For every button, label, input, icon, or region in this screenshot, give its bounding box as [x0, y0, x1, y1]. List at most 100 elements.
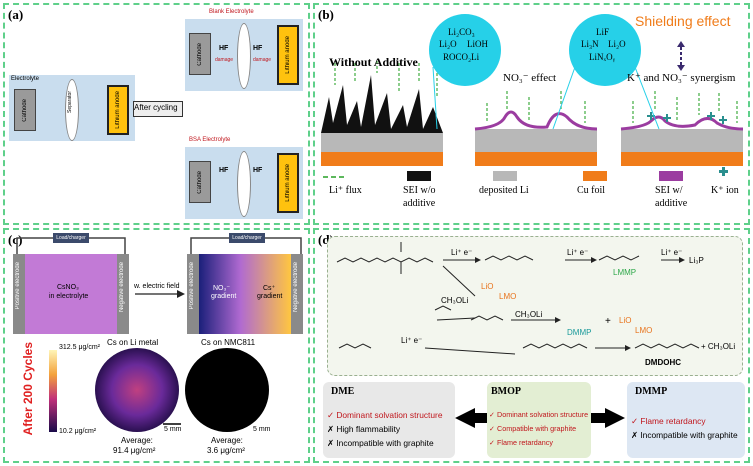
deposited-li-2	[475, 129, 597, 152]
bmop-item-1: ✓ Dominant solvation structure	[489, 410, 589, 419]
bubble1-line-1: Li₂CO₃	[448, 27, 475, 37]
legend-deposited: deposited Li	[479, 185, 529, 196]
panel-d-drawing	[336, 242, 700, 428]
panel-b-drawing	[321, 14, 744, 181]
dmmp-item-2: ✗ Incompatible with graphite	[631, 430, 738, 440]
cs-on-li-label: Cs on Li metal	[107, 338, 159, 347]
no3-gradient-2: gradient	[211, 293, 237, 300]
bmop-item-3: ✓ Flame retardancy	[489, 438, 553, 447]
scalebar-li: 5 mm	[164, 426, 182, 433]
hf-bottom-1: HF	[219, 167, 229, 174]
lmo-text-1: LMO	[499, 292, 517, 301]
cu-foil-1	[321, 152, 443, 166]
shielding-text: Shielding effect	[635, 13, 731, 29]
bubble2-line-1: LiF	[596, 27, 610, 37]
after-cycling-arrow	[133, 101, 183, 117]
separator-ellipse	[65, 79, 79, 141]
sei-with-additive-2	[474, 110, 598, 131]
no3-effect-text: NO₃⁻ effect	[503, 72, 557, 84]
damage-top-1: damage	[215, 57, 234, 63]
legend-deposited-swatch	[493, 171, 517, 181]
bsa-electrolyte-cell: BSA Electrolyte Cathode HF HF Lithium an…	[185, 137, 303, 219]
hf-bottom-2: HF	[253, 167, 263, 174]
dmmp-box: DMMP ✓ Flame retardancy ✗ Incompatible w…	[627, 382, 745, 458]
neg-electrode-left: Negative electrode	[119, 262, 125, 313]
legend-sei-wo-1: SEI w/o	[403, 185, 436, 196]
blank-title: Blank Electrolyte	[209, 9, 254, 15]
cathode-bottom: Cathode	[189, 161, 211, 203]
panel-c: (c)	[3, 228, 310, 463]
bmop-item-2: ✓ Compatible with graphite	[489, 424, 577, 433]
cell-text-1: CsNO₃	[57, 284, 79, 291]
panel-b-label: (b)	[318, 7, 334, 22]
cs-on-nmc-label: Cs on NMC811	[201, 338, 256, 347]
legend-cu-foil: Cu foil	[577, 185, 606, 196]
bubble1-line-2: Li₂O	[439, 39, 457, 49]
panel-a-label: (a)	[8, 7, 24, 22]
li-e-4: Li⁺ e⁻	[401, 336, 423, 345]
color-scale-bar	[49, 350, 57, 432]
bubble1-line-4: ROCO₂Li	[443, 52, 480, 62]
lio-text-2: LiO	[619, 316, 632, 325]
avg-label-2: Average:	[211, 436, 243, 445]
bubble-sei-wo	[429, 14, 501, 86]
field-arrow-text: w. electric field	[134, 283, 180, 290]
sei-with-additive-3	[620, 115, 744, 131]
avg-label-1: Average:	[121, 436, 153, 445]
panel-a: (a) Electrolyte Cathode Separator Lithiu…	[3, 3, 310, 225]
dme-box: DME ✓ Dominant solvation structure ✗ Hig…	[323, 382, 455, 458]
ch3oli-plus-text: + CH₃OLi	[701, 342, 736, 351]
legend-sei-wo-2: additive	[403, 198, 436, 209]
dme-item-1: ✓ Dominant solvation structure	[327, 410, 443, 420]
without-additive-text: Without Additive	[329, 55, 418, 69]
legend-sei-w-swatch	[659, 171, 683, 181]
li3p-text: Li₃P	[689, 256, 704, 265]
legend-sei-w-1: SEI w/	[655, 185, 683, 196]
lio-text-1: LiO	[481, 282, 494, 291]
bmop-title: BMOP	[491, 386, 521, 397]
plus-text: +	[605, 316, 611, 327]
scalebar-nmc: 5 mm	[253, 426, 271, 433]
scale-min: 10.2 μg/cm²	[59, 428, 97, 435]
li-e-3: Li⁺ e⁻	[661, 248, 683, 257]
panel-b: (b)	[313, 3, 750, 225]
cs-gradient-1: Cs⁺	[263, 285, 276, 292]
bubble2-line-4: LiNₓOᵧ	[589, 52, 615, 62]
bubble2-line-3: Li₂O	[608, 39, 626, 49]
deposited-li-1	[321, 133, 443, 152]
dme-item-3: ✗ Incompatible with graphite	[327, 438, 434, 448]
hf-top-1: HF	[219, 45, 229, 52]
after-cycles-text: After 200 Cycles	[21, 342, 35, 436]
lithium-anode-block: Lithium anode	[107, 85, 129, 135]
separator-label: Separator	[67, 91, 73, 113]
dme-item-2: ✗ High flammability	[327, 424, 401, 434]
bubble1-line-3: LiOH	[467, 39, 488, 49]
dme-title: DME	[331, 386, 355, 397]
separator-top	[237, 23, 251, 89]
ch3oli-text-1: CH₃OLi	[441, 296, 469, 305]
dmmp-text: DMMP	[567, 328, 592, 337]
hf-top-2: HF	[253, 45, 263, 52]
li-e-2: Li⁺ e⁻	[567, 248, 589, 257]
scale-max: 312.5 μg/cm²	[59, 344, 100, 351]
cs-on-nmc-disc	[185, 348, 269, 432]
legend-sei-w-2: additive	[655, 198, 688, 209]
k-ion-markers	[647, 112, 727, 124]
electrolyte-title: Electrolyte	[11, 76, 40, 82]
ch3oli-text-2: CH₃OLi	[515, 310, 543, 319]
neg-electrode-right: Negative electrode	[293, 262, 299, 313]
legend-li-flux: Li⁺ flux	[329, 185, 362, 196]
avg-value-1: 91.4 μg/cm²	[113, 446, 156, 455]
dmmp-title: DMMP	[635, 386, 668, 397]
initial-cell: Electrolyte Cathode Separator Lithium an…	[9, 75, 135, 141]
legend-k-ion: K⁺ ion	[711, 185, 739, 196]
sei-dendrites	[321, 75, 443, 133]
pos-electrode-left: Positive electrode	[15, 262, 21, 310]
cs-on-li-disc	[95, 348, 179, 432]
anode-bottom: Lithium anode	[277, 153, 299, 213]
separator-bottom	[237, 151, 251, 217]
cu-foil-3	[621, 152, 743, 166]
panel-c-label: (c)	[8, 232, 23, 247]
legend-cu-foil-swatch	[583, 171, 607, 181]
panel-c-drawing	[13, 237, 303, 432]
